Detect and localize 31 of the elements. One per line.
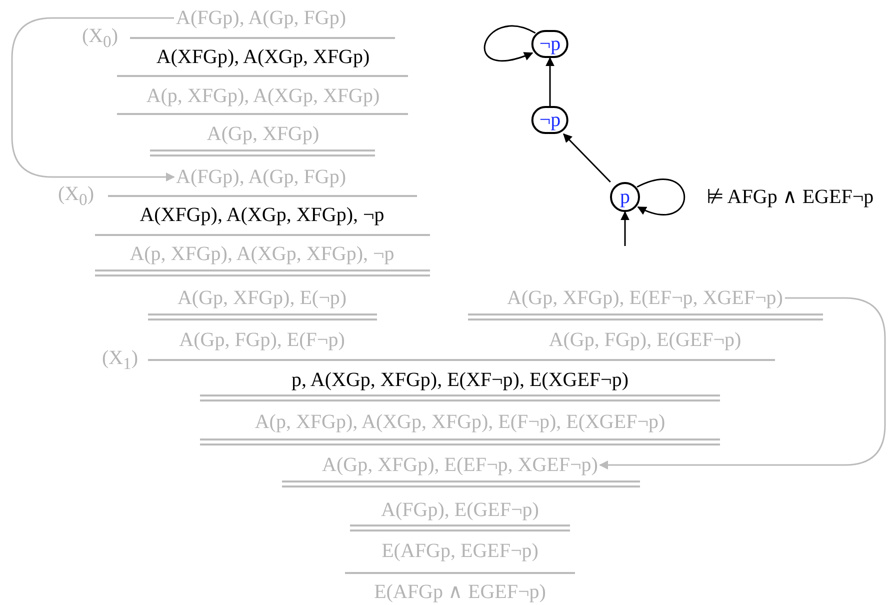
formula-text: A(p, XFGp), A(XGp, XFGp), ¬p — [130, 243, 394, 265]
formula-text: A(Gp, FGp), E(GEF¬p) — [548, 329, 742, 351]
formula-text: A(Gp, XFGp) — [206, 123, 320, 145]
formula-text: A(XFGp), A(XGp, XFGp), ¬p — [140, 204, 384, 226]
arrow — [546, 57, 554, 106]
arrow — [599, 297, 886, 470]
arrow — [620, 211, 630, 246]
arrow — [563, 133, 611, 183]
model-statement: ⊭ AFGp ∧ EGEF¬p — [706, 186, 874, 208]
self-loop-arrow — [484, 25, 536, 62]
formula-text: A(p, XFGp), A(XGp, XFGp), E(F¬p), E(XGEF¬p) — [254, 411, 666, 433]
formula-text: A(XFGp), A(XGp, XFGp) — [156, 46, 370, 68]
rule-label: (X$_{0}$) — [82, 24, 118, 52]
self-loop-arrow — [636, 178, 686, 216]
formula-text: A(FGp), A(Gp, FGp) — [176, 7, 346, 29]
formula-text: E(AFGp ∧ EGEF¬p) — [374, 581, 546, 603]
state-node: ¬p — [531, 30, 569, 58]
formula-text: A(FGp), A(Gp, FGp) — [176, 166, 346, 188]
formula-text: A(p, XFGp), A(XGp, XFGp) — [146, 85, 380, 107]
formula-text: A(Gp, XFGp), E(EF¬p, XGEF¬p) — [322, 454, 598, 476]
formula-text: A(Gp, FGp), E(F¬p) — [179, 329, 345, 351]
formula-text: A(Gp, XFGp), E(EF¬p, XGEF¬p) — [507, 287, 783, 309]
formula-text: A(FGp), E(GEF¬p) — [381, 499, 539, 521]
state-node: p — [610, 182, 640, 212]
formula-text: A(Gp, XFGp), E(¬p) — [177, 287, 347, 309]
rule-label: (X$_{1}$) — [102, 346, 138, 374]
rule-label: (X$_{0}$) — [58, 182, 94, 210]
state-node: ¬p — [531, 106, 569, 134]
formula-text: E(AFGp, EGEF¬p) — [382, 540, 538, 562]
formula-text: p, A(XGp, XFGp), E(XF¬p), E(XGEF¬p) — [292, 369, 628, 391]
arrow — [11, 17, 175, 182]
